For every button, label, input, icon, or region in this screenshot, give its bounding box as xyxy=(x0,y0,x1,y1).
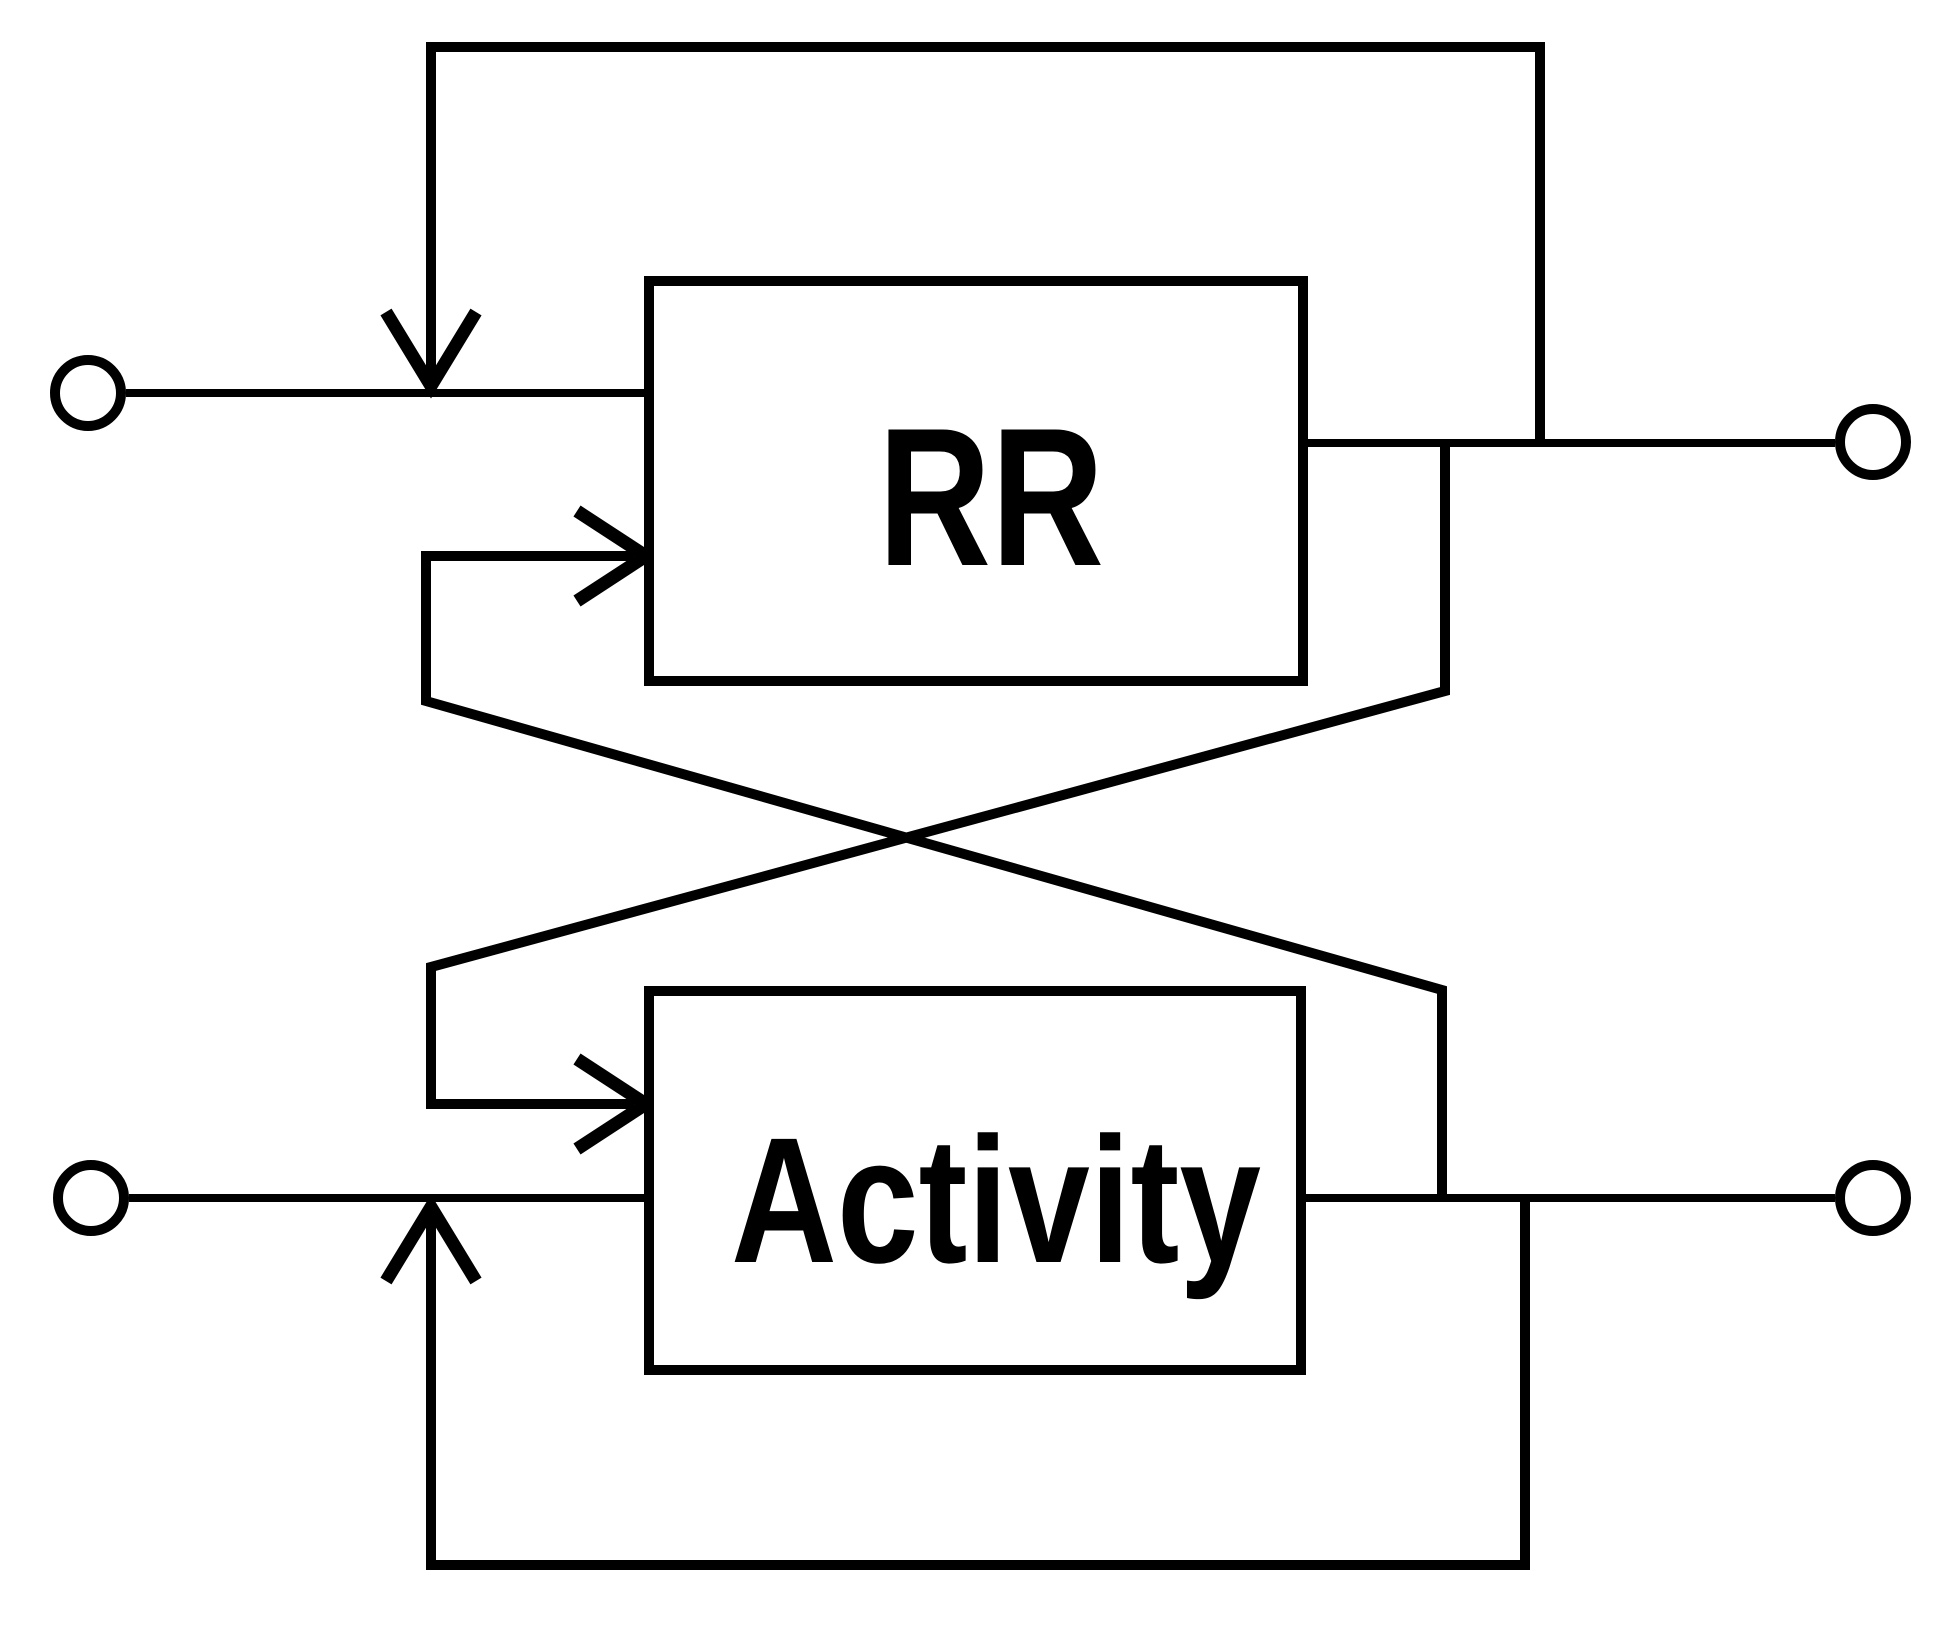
arrow-up-icon xyxy=(380,1194,482,1285)
activity-block xyxy=(644,986,1306,1375)
rr-output-terminal-circle xyxy=(1835,404,1911,480)
arrow-down-icon xyxy=(380,308,482,399)
activity-block-label: Activity xyxy=(731,1100,1261,1300)
rr-to-activity-cross-line xyxy=(426,443,1450,1109)
activity-feedback-loop-line xyxy=(426,1198,1530,1570)
rr-input-terminal-circle xyxy=(50,355,126,431)
activity-output-terminal-circle xyxy=(1835,1160,1911,1236)
activity-input-terminal-circle xyxy=(53,1160,129,1236)
rr-feedback-loop-line xyxy=(426,42,1545,443)
activity-to-rr-cross-line xyxy=(421,551,1447,1198)
rr-block-label: RR xyxy=(878,387,1104,607)
rr-block xyxy=(644,276,1308,686)
